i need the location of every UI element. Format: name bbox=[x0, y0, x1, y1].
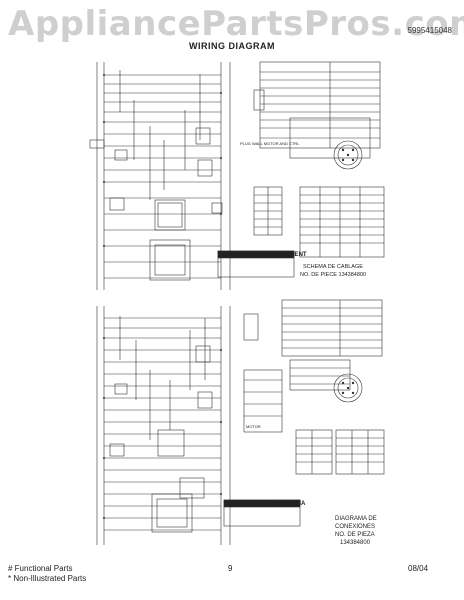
non-illustrated-note: * Non-Illustrated Parts bbox=[8, 574, 87, 583]
part-number: 5995415048 bbox=[407, 26, 453, 35]
page-title: WIRING DIAGRAM bbox=[189, 41, 275, 51]
upper-pinout-title: PLUG WALL MOTOR AND CTRL bbox=[240, 141, 300, 146]
lower-diagrama-label-1: DIAGRAMA DE bbox=[335, 516, 377, 522]
watermark: AppliancePartsPros.com bbox=[8, 4, 464, 44]
page-number: 9 bbox=[228, 564, 233, 573]
functional-parts-note: # Functional Parts bbox=[8, 564, 73, 573]
upper-schema-label-2: NO. DE PIECE 134384800 bbox=[300, 272, 366, 278]
lower-motor-label: MOTOR bbox=[246, 424, 261, 429]
lower-warning-label: ADVERTENCIA bbox=[262, 501, 306, 507]
lower-diagrama-label-3: NO. DE PIEZA bbox=[335, 532, 375, 538]
date: 08/04 bbox=[408, 564, 429, 573]
upper-schema-label-1: SCHEMA DE CABLAGE bbox=[303, 264, 363, 270]
upper-warning-label: AVERTISSEMENT bbox=[256, 252, 307, 258]
lower-diagrama-label-2: CONEXIONES bbox=[335, 524, 375, 530]
lower-diagrama-label-4: 134384800 bbox=[340, 540, 371, 546]
